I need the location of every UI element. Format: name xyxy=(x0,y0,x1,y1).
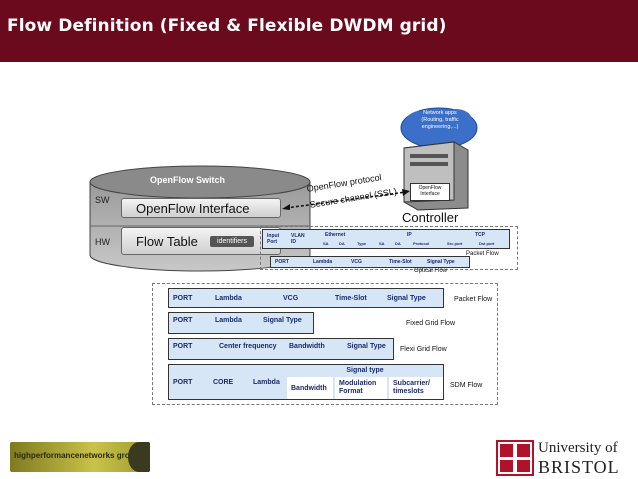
hpn-logo-text: highperformancenetworks group xyxy=(14,451,140,460)
flow-table-label: Flow Table xyxy=(136,234,198,249)
flow-sdm-core: CORE xyxy=(213,378,234,386)
packet-sub-src-port: Src port xyxy=(447,241,463,246)
flow-flexi-port: PORT xyxy=(173,342,193,350)
packet-sub-ip-sa: SA xyxy=(379,241,385,246)
packet-cell-input-port: Input Port xyxy=(267,233,280,245)
university-line2: BRISTOL xyxy=(538,457,620,477)
optical-cell-lambda: Lambda xyxy=(313,259,333,265)
packet-sub-protocol: Protocol xyxy=(413,241,430,246)
flexi-grid-flow-row: PORT Center frequency Bandwidth Signal T… xyxy=(168,338,394,360)
flow-fixed-lambda: Lambda xyxy=(215,316,242,324)
flow-packet-time-slot: Time-Slot xyxy=(335,294,367,302)
packet-header-row: Input Port VLAN ID Ethernet IP TCP SA DA… xyxy=(262,229,510,249)
slide-title: Flow Definition (Fixed & Flexible DWDM g… xyxy=(7,16,447,36)
packet-cell-ip: IP xyxy=(407,231,412,238)
packet-sub-ip-da: DA xyxy=(395,241,401,246)
optical-cell-time-slot: Time-Slot xyxy=(389,259,412,265)
sw-label: SW xyxy=(95,195,110,205)
optical-header-row: PORT Lambda VCG Time-Slot Signal Type xyxy=(270,256,470,268)
flow-fixed-signal-type: Signal Type xyxy=(263,316,302,324)
flow-flexi-signal-type: Signal Type xyxy=(347,342,386,350)
packet-sub-da: DA xyxy=(339,241,345,246)
packet-header-label: Packet Flow xyxy=(466,251,499,257)
sdm-flow-row: PORT CORE Lambda Signal type Bandwidth M… xyxy=(168,364,444,400)
optical-cell-vcg: VCG xyxy=(351,259,362,265)
packet-header-bracket xyxy=(260,226,518,270)
fixed-grid-flow-label: Fixed Grid Flow xyxy=(406,320,456,327)
packet-sub-sa: SA xyxy=(323,241,329,246)
fixed-grid-flow-row: PORT Lambda Signal Type xyxy=(168,312,314,334)
university-logo: University of BRISTOL xyxy=(492,438,632,478)
bristol-crest-icon xyxy=(496,440,534,476)
controller-interface-box: OpenFlow Interface xyxy=(410,183,450,201)
optical-cell-port: PORT xyxy=(275,259,289,265)
network-apps-label: Network apps (Routing, traffic engineeri… xyxy=(421,110,459,130)
flow-packet-vcg: VCG xyxy=(283,294,299,302)
flow-flexi-center-frequency: Center frequency xyxy=(219,342,277,350)
university-line1: University of xyxy=(538,440,618,456)
flow-flexi-bandwidth: Bandwidth xyxy=(289,342,325,350)
flow-packet-signal-type: Signal Type xyxy=(387,294,426,302)
flow-sdm-port: PORT xyxy=(173,378,193,386)
flexi-grid-flow-label: Flexi Grid Flow xyxy=(400,346,447,353)
flow-sdm-lambda: Lambda xyxy=(253,378,280,386)
flow-sdm-subcarrier-timeslots: Subcarrier/ timeslots xyxy=(389,377,443,399)
switch-name: OpenFlow Switch xyxy=(150,175,226,185)
arrow-right-icon xyxy=(402,189,410,196)
flow-packet-port: PORT xyxy=(173,294,193,302)
title-bar: Flow Definition (Fixed & Flexible DWDM g… xyxy=(0,0,638,62)
controller-interface-label: OpenFlow Interface xyxy=(418,185,442,197)
packet-flow-row: PORT Lambda VCG Time-Slot Signal Type xyxy=(168,288,444,308)
flow-packet-lambda: Lambda xyxy=(215,294,242,302)
packet-sub-type: Type xyxy=(357,241,367,246)
arrow-left-icon xyxy=(282,204,290,210)
packet-flow-label: Packet Flow xyxy=(454,296,493,303)
sdm-flow-label: SDM Flow xyxy=(450,382,483,389)
flow-sdm-bandwidth: Bandwidth xyxy=(287,377,333,399)
packet-cell-ethernet: Ethernet xyxy=(325,231,346,238)
packet-cell-tcp: TCP xyxy=(475,231,485,238)
openflow-interface-label: OpenFlow Interface xyxy=(136,201,250,216)
optical-header-label: Optical Flow xyxy=(414,268,448,274)
hpn-logo: highperformancenetworks group xyxy=(10,442,150,472)
flow-fixed-port: PORT xyxy=(173,316,193,324)
flow-definition-bracket xyxy=(152,283,498,405)
identifiers-box: identifiers xyxy=(210,236,254,247)
hw-label: HW xyxy=(95,237,110,247)
secure-channel-link xyxy=(282,189,410,210)
flow-sdm-modulation-format: Modulation Format xyxy=(335,377,387,399)
openflow-interface-box: OpenFlow Interface xyxy=(121,198,281,218)
flow-sdm-signal-type: Signal type xyxy=(346,367,384,374)
flow-table-box: Flow Table identifiers xyxy=(121,227,281,255)
optical-cell-signal-type: Signal Type xyxy=(427,259,455,265)
controller-label: Controller xyxy=(402,210,459,225)
packet-cell-vlan-id: VLAN ID xyxy=(291,233,305,245)
hpn-logo-swoosh-icon xyxy=(128,442,150,472)
packet-sub-dst-port: Dst port xyxy=(479,241,495,246)
